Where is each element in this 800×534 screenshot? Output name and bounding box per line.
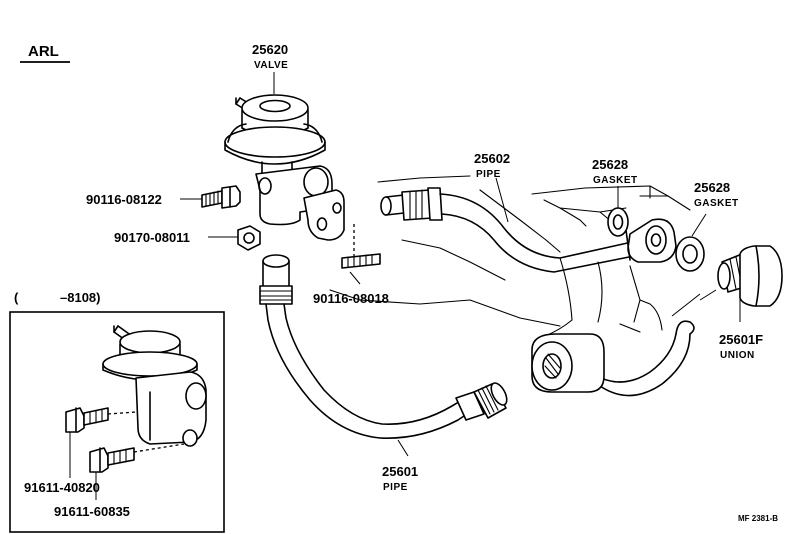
part-name-union: UNION xyxy=(720,350,755,361)
inset-bolt-91611-60835 xyxy=(89,443,185,500)
part-number-25620: 25620 xyxy=(252,42,288,57)
part-number-25628-right: 25628 xyxy=(694,180,730,195)
footer-code: MF 2381-B xyxy=(738,514,778,523)
part-number-91611-40820: 91611-40820 xyxy=(24,480,100,495)
part-number-25628-left: 25628 xyxy=(592,157,628,172)
part-number-91611-60835: 91611-60835 xyxy=(54,504,130,519)
bolt-90116-08122 xyxy=(201,185,241,209)
engine-block-outline xyxy=(329,175,691,347)
nut-90170-08011 xyxy=(237,225,261,251)
part-name-pipe-25601: PIPE xyxy=(383,482,408,493)
lower-bent-pipe xyxy=(589,289,717,397)
inset-range-end: –8108) xyxy=(60,290,100,305)
part-name-gasket-left: GASKET xyxy=(593,175,638,186)
part-name-gasket-right: GASKET xyxy=(694,198,739,209)
gasket-25628-right xyxy=(675,213,707,272)
stud-90116-08018 xyxy=(341,224,381,269)
valve-25620 xyxy=(224,94,345,241)
inset-bolt-91611-40820 xyxy=(65,407,137,478)
inset-range-open: ( xyxy=(14,290,19,305)
pipe-25601 xyxy=(259,254,508,439)
gasket-25628-left xyxy=(607,186,629,237)
part-number-90116-08122: 90116-08122 xyxy=(86,192,162,207)
pipe-25602 xyxy=(380,187,677,273)
part-number-25602: 25602 xyxy=(474,151,510,166)
union-bolt-25601f xyxy=(717,245,783,322)
part-name-valve: VALVE xyxy=(254,60,288,71)
part-number-25601: 25601 xyxy=(382,464,418,479)
inset-valve xyxy=(102,325,207,447)
elbow-fitting xyxy=(531,333,605,393)
part-number-25601f: 25601F xyxy=(719,332,763,347)
section-label: ARL xyxy=(28,43,59,60)
inset-frame xyxy=(9,311,225,533)
part-name-pipe-25602: PIPE xyxy=(476,169,501,180)
part-number-90170-08011: 90170-08011 xyxy=(114,230,190,245)
leader-lines xyxy=(180,72,509,457)
part-number-90116-08018: 90116-08018 xyxy=(313,291,389,306)
